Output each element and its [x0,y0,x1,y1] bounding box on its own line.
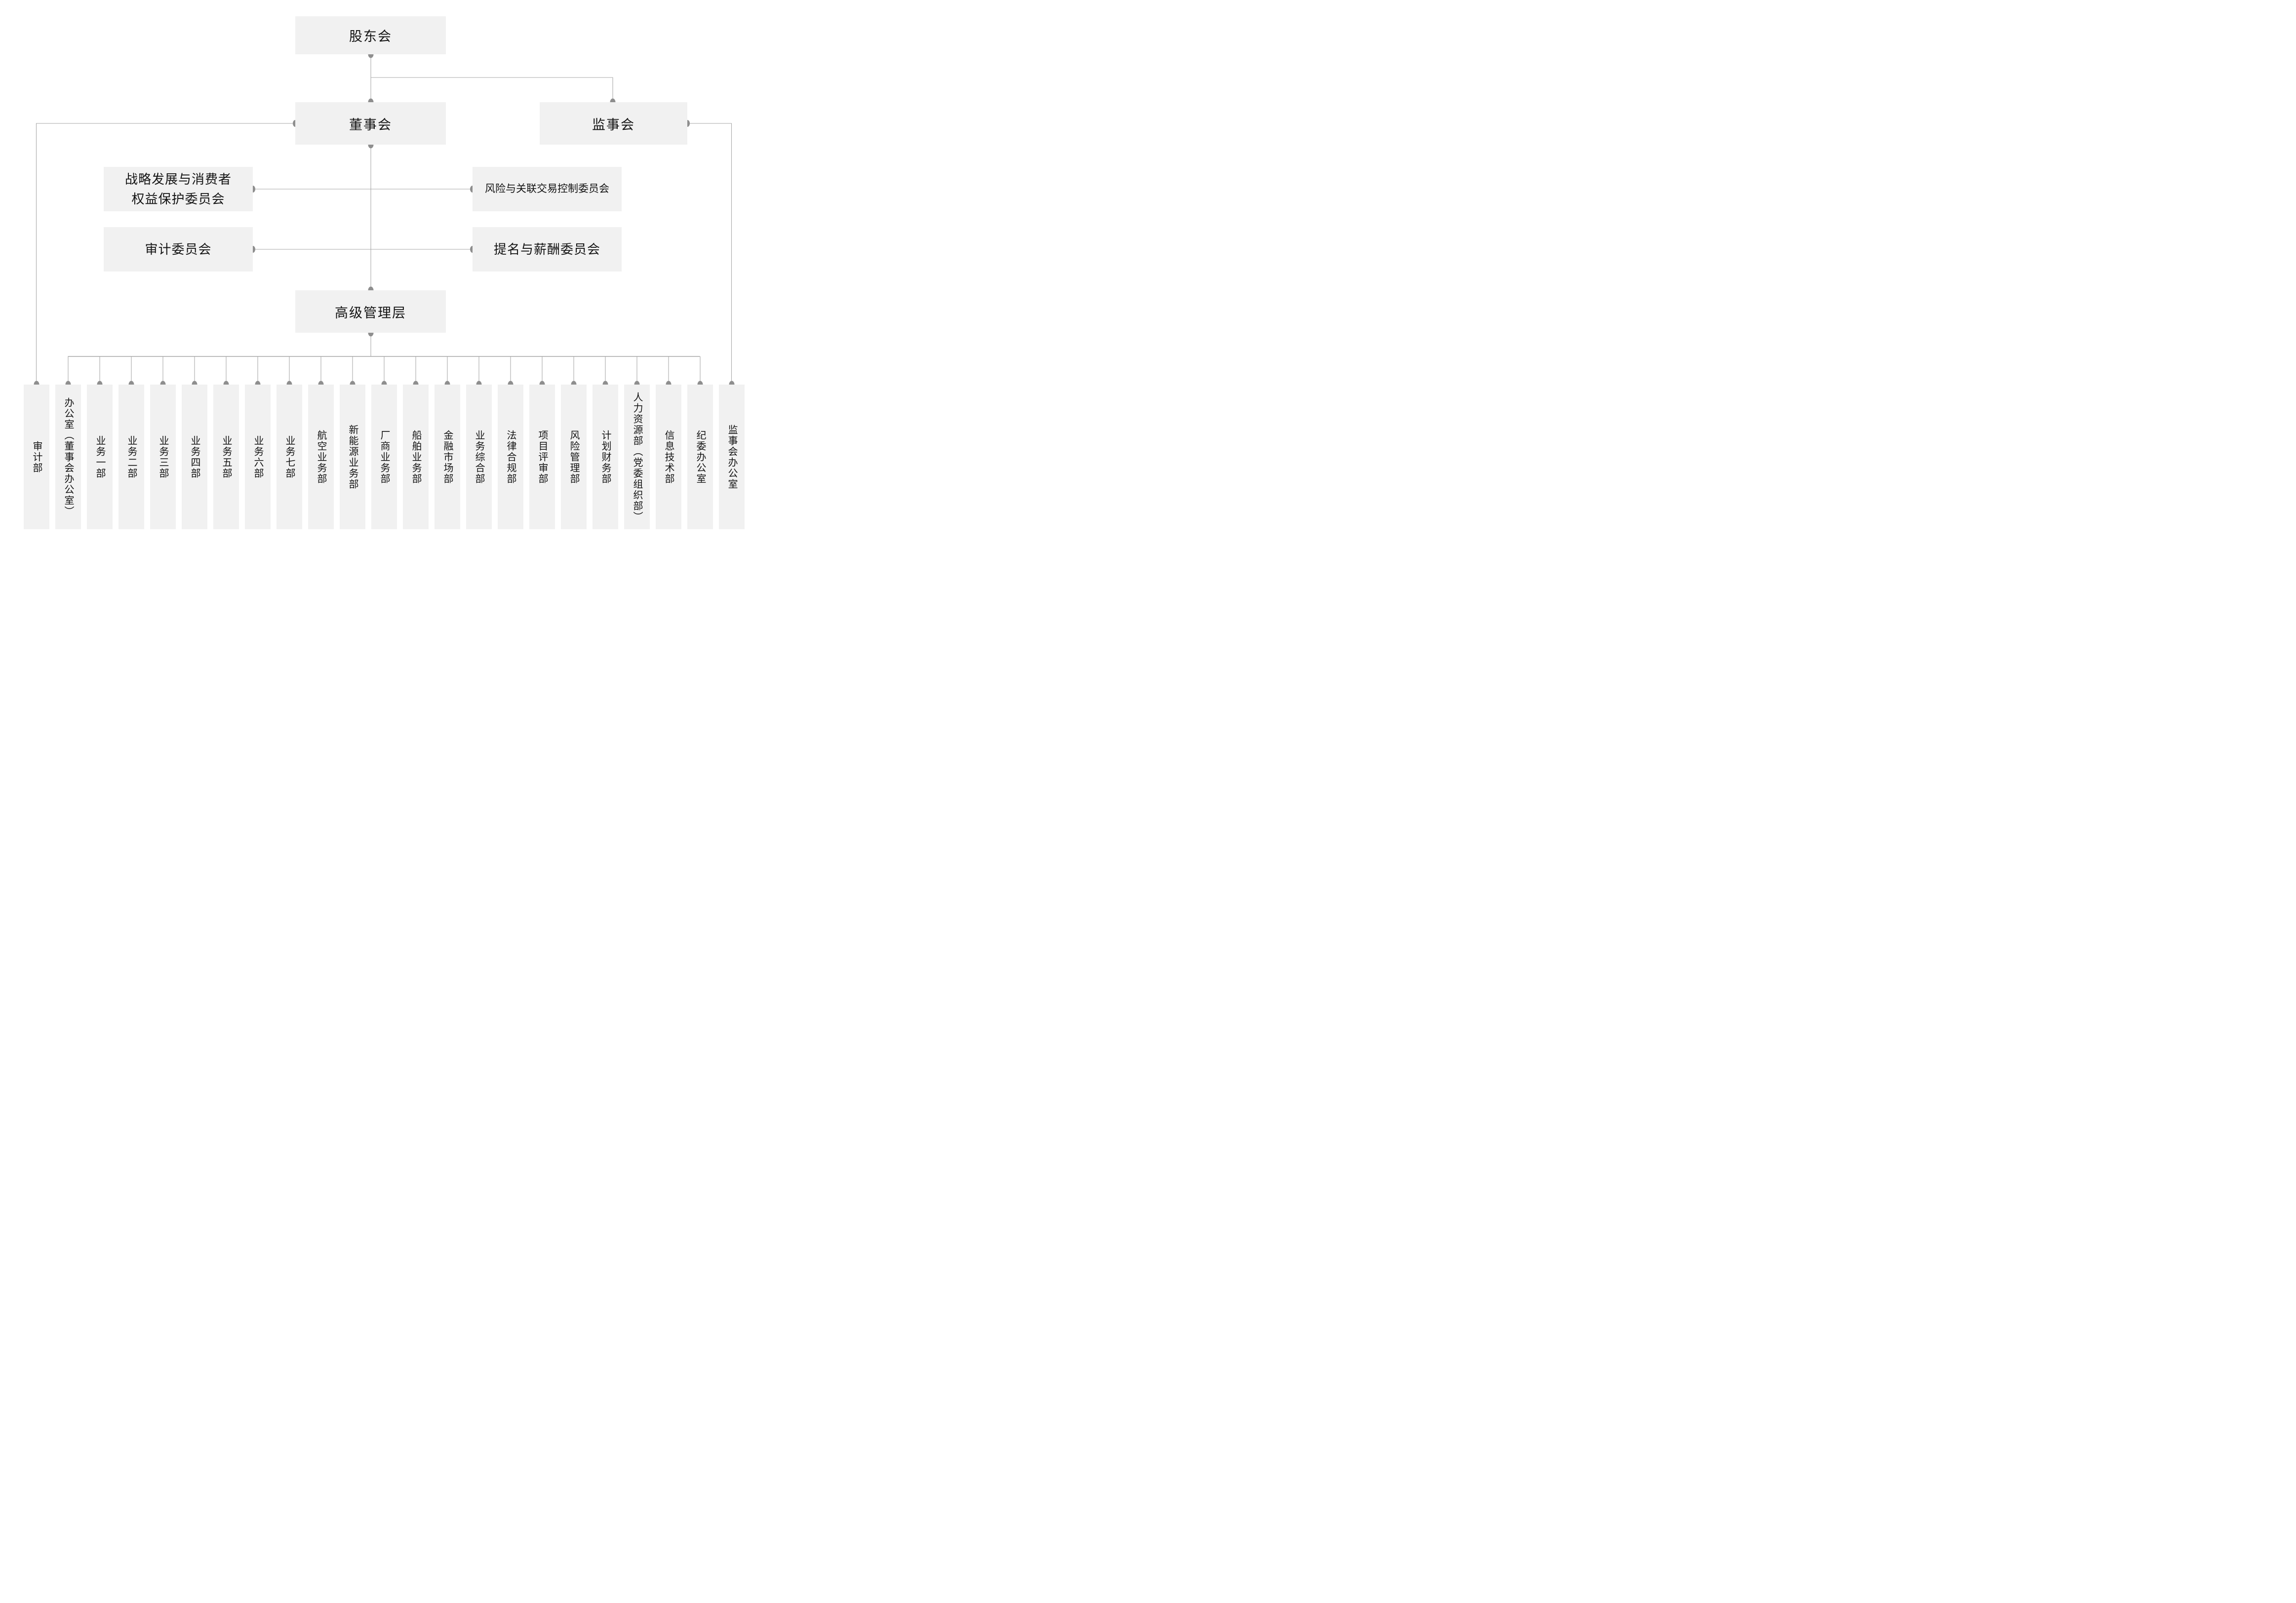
supervisory-board-label: 监事会 [592,117,635,132]
audit-committee-label: 审计委员会 [145,241,212,257]
dept-box: 业务六部 [245,385,271,529]
audit-committee-box: 审计委员会 [104,227,253,272]
dept-box: 人力资源部（党委组织部） [624,385,650,529]
dept-box: 厂商业务部 [371,385,397,529]
dept-label: 计划财务部 [600,430,611,484]
dept-label: 业务综合部 [474,430,484,484]
dept-label: 业务三部 [158,435,168,479]
dept-box: 业务综合部 [466,385,492,529]
dept-box: 风险管理部 [561,385,587,529]
dept-box: 监事会办公室 [719,385,745,529]
dept-label: 法律合规部 [505,430,516,484]
dept-label: 监事会办公室 [726,424,737,490]
dept-label: 新能源业务部 [347,424,358,490]
senior-management-label: 高级管理层 [335,305,406,320]
board-of-directors-label: 董事会 [349,117,392,132]
senior-management-box: 高级管理层 [295,290,446,333]
dept-box: 办公室（董事会办公室） [55,385,81,529]
connector-root-to-supervisory [371,77,613,102]
dept-box: 业务四部 [182,385,207,529]
dept-box: 审计部 [24,385,49,529]
dept-box: 金融市场部 [435,385,460,529]
dept-box: 计划财务部 [593,385,618,529]
nomination-remuneration-committee-label: 提名与薪酬委员会 [493,241,600,257]
supervisory-board-box: 监事会 [540,102,687,145]
dept-box: 信息技术部 [656,385,681,529]
shareholders-meeting-box: 股东会 [295,16,446,54]
connector-supervisory-to-office [687,123,732,385]
dept-label: 业务五部 [221,435,232,479]
nomination-remuneration-committee-box: 提名与薪酬委员会 [473,227,622,272]
dept-label: 业务七部 [284,435,295,479]
strategy-consumer-committee-label: 战略发展与消费者 权益保护委员会 [124,171,232,206]
dept-box: 业务五部 [213,385,239,529]
risk-related-transaction-committee-label: 风险与关联交易控制委员会 [485,183,609,195]
dept-box: 新能源业务部 [340,385,365,529]
dept-label: 业务四部 [189,435,200,479]
dept-label: 航空业务部 [316,430,326,484]
dept-box: 业务七部 [277,385,302,529]
dept-label: 人力资源部（党委组织部） [632,391,642,522]
dept-box: 项目评审部 [529,385,555,529]
dept-label: 办公室（董事会办公室） [63,397,74,517]
dept-label: 风险管理部 [568,430,579,484]
risk-related-transaction-committee-box: 风险与关联交易控制委员会 [473,167,622,211]
dept-box: 纪委办公室 [687,385,713,529]
dept-label: 船舶业务部 [410,430,421,484]
dept-label: 业务六部 [252,435,263,479]
dept-box: 业务一部 [87,385,113,529]
dept-box: 船舶业务部 [403,385,429,529]
dept-box: 业务二部 [119,385,144,529]
dept-label: 业务一部 [94,435,105,479]
strategy-consumer-committee-box: 战略发展与消费者 权益保护委员会 [104,167,253,211]
dept-label: 纪委办公室 [695,430,706,484]
dept-label: 业务二部 [126,435,137,479]
dept-box: 法律合规部 [498,385,523,529]
board-of-directors-box: 董事会 [295,102,446,145]
dept-box: 业务三部 [150,385,176,529]
dept-label: 金融市场部 [442,430,453,484]
dept-label: 项目评审部 [537,430,548,484]
dept-box: 航空业务部 [308,385,334,529]
dept-label: 厂商业务部 [379,430,390,484]
shareholders-meeting-label: 股东会 [349,29,392,44]
dept-label: 信息技术部 [663,430,674,484]
dept-label: 审计部 [31,440,42,473]
org-chart: 股东会 董事会 监事会 战略发展与消费者 权益保护委员会 风险与关联交易控制委员… [0,0,765,534]
